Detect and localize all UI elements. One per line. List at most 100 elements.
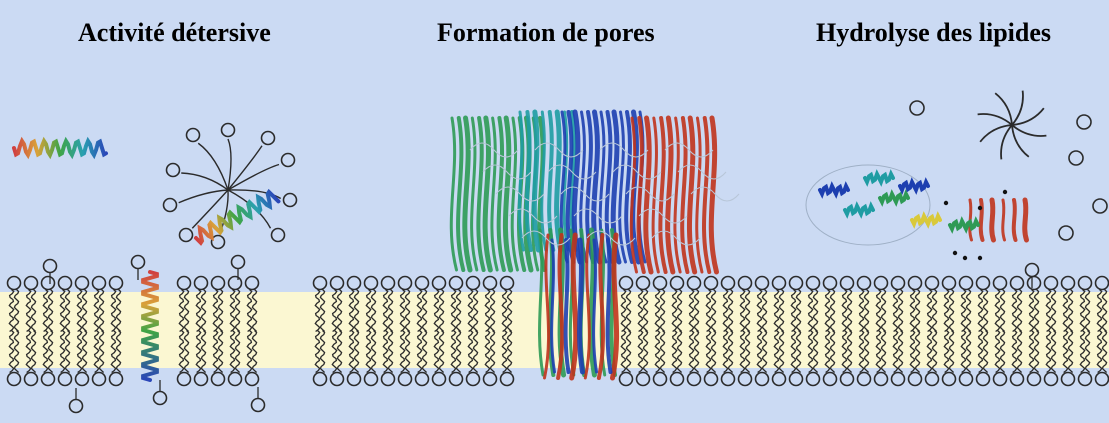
- lipid-tail: [1101, 330, 1108, 373]
- protein-loop: [573, 208, 623, 224]
- lipid-tail: [625, 330, 632, 373]
- lipid-head: [244, 371, 260, 387]
- beta-strand: [680, 116, 690, 274]
- lipid-tail: [914, 289, 921, 332]
- lipid-head: [635, 371, 651, 387]
- lipid-tail: [370, 289, 377, 332]
- beta-strand: [588, 227, 597, 378]
- fatty-acid-tail: [1011, 124, 1030, 158]
- beta-strand: [540, 110, 548, 252]
- fatty-acid-tail: [977, 113, 1013, 126]
- beta-strand: [643, 115, 654, 275]
- lipid-head: [839, 275, 855, 291]
- micelle-lipid-head: [270, 227, 286, 243]
- lipid-tail: [195, 289, 202, 333]
- lipid-head: [1077, 371, 1093, 387]
- lipid-tail: [331, 330, 338, 374]
- lipid-tail: [1096, 289, 1103, 333]
- lipid-tail: [416, 289, 423, 333]
- lipid-hydrolysis-illustration: [805, 90, 1108, 261]
- lipid-tail: [812, 289, 819, 332]
- lipid-tail: [931, 330, 938, 373]
- lipid-tail: [331, 289, 338, 333]
- lipid-head: [958, 371, 974, 387]
- micelle-lipid-tail: [178, 189, 229, 204]
- micelle-lipid-head: [178, 227, 194, 243]
- lipid-head: [397, 275, 413, 291]
- lipid-tail: [926, 330, 933, 374]
- lipid-head: [448, 275, 464, 291]
- lipid-head: [363, 371, 379, 387]
- lipid-tail: [642, 289, 649, 332]
- lipid-tail: [676, 330, 683, 373]
- beta-strand: [470, 116, 479, 272]
- lipid-tail: [472, 330, 479, 373]
- lipid-tail: [353, 330, 360, 373]
- lipid-tail: [314, 289, 321, 333]
- lipid-tail: [999, 289, 1006, 332]
- lipid-tail: [1079, 330, 1086, 374]
- beta-strand: [538, 228, 545, 377]
- beta-strand: [1001, 198, 1006, 242]
- lipid-tail: [807, 330, 814, 374]
- beta-strand: [496, 116, 506, 272]
- lipid-head: [397, 371, 413, 387]
- beta-strand: [629, 116, 638, 274]
- beta-strand: [510, 116, 519, 272]
- lipid-head: [312, 371, 328, 387]
- lipid-tail: [336, 289, 343, 332]
- lipid-tail: [416, 330, 423, 374]
- ligand-dot: [962, 255, 968, 261]
- lipid-head: [499, 275, 515, 291]
- protein-loop: [482, 164, 532, 180]
- lipid-head: [414, 371, 430, 387]
- lipid-tail: [875, 289, 882, 333]
- lipid-tail: [489, 330, 496, 373]
- displaced-lipid-head: [152, 390, 168, 406]
- lipid-tail: [438, 289, 445, 332]
- lipid-tail: [688, 330, 695, 374]
- lipid-tail: [761, 330, 768, 373]
- beta-strand: [651, 116, 660, 274]
- protein-loop: [534, 142, 584, 158]
- lipid-tail: [42, 330, 49, 374]
- protein-loop: [469, 142, 519, 158]
- beta-strand: [449, 116, 458, 272]
- lipid-tail: [115, 330, 122, 373]
- lipid-head: [907, 371, 923, 387]
- lipid-tail: [875, 330, 882, 374]
- beta-strand: [462, 115, 473, 273]
- lipid-tail: [926, 289, 933, 333]
- fatty-acid-tail: [1011, 124, 1047, 137]
- lipid-tail: [739, 330, 746, 374]
- lipid-head: [839, 371, 855, 387]
- micelle-lipid-tail: [227, 189, 282, 200]
- lipid-tail: [812, 330, 819, 373]
- lipid-tail: [1016, 330, 1023, 373]
- lipid-tail: [846, 289, 853, 332]
- lipid-head: [1026, 371, 1042, 387]
- fatty-acid-tail: [979, 124, 1013, 143]
- lipid-head: [1043, 371, 1059, 387]
- lipid-tail: [778, 289, 785, 332]
- lipid-tail: [200, 330, 207, 373]
- lipid-tail: [897, 330, 904, 373]
- lipid-tail: [76, 289, 83, 333]
- lipid-tail: [506, 289, 513, 332]
- lipid-head: [924, 371, 940, 387]
- lipid-tail: [744, 289, 751, 332]
- lipid-head: [1060, 371, 1076, 387]
- lipid-head: [788, 371, 804, 387]
- lipid-tail: [506, 330, 513, 373]
- lipid-tail: [977, 289, 984, 333]
- lipid-head: [788, 275, 804, 291]
- lipid-tail: [620, 330, 627, 374]
- lipid-head: [703, 275, 719, 291]
- lipid-tail: [1033, 330, 1040, 373]
- beta-strand: [1022, 197, 1029, 243]
- lipid-head: [805, 275, 821, 291]
- protein-loop: [677, 164, 727, 180]
- lipid-tail: [727, 289, 734, 332]
- lipid-tail: [727, 330, 734, 373]
